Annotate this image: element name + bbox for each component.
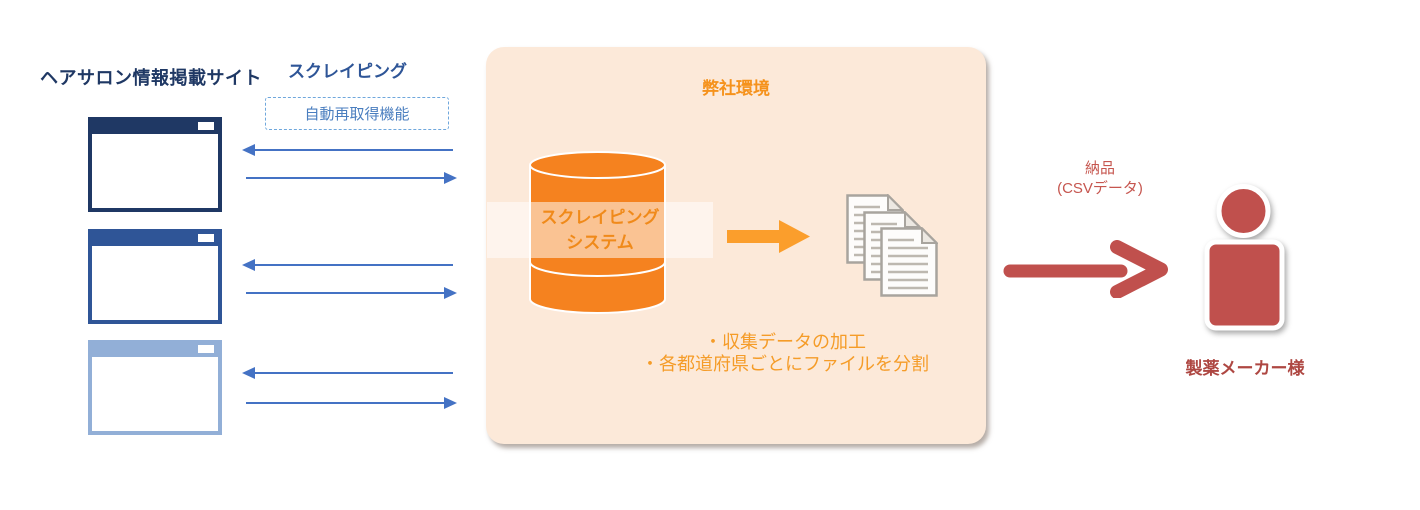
browser-window-icon	[88, 229, 222, 324]
processing-note-1: ・収集データの加工	[704, 332, 866, 352]
document-stack-icon	[880, 227, 938, 297]
delivery-label-line2: (CSVデータ)	[1057, 180, 1143, 197]
processing-notes: ・収集データの加工 ・各都道府県ごとにファイルを分割	[580, 331, 990, 375]
auto-refetch-feature-box: 自動再取得機能	[265, 97, 449, 130]
company-environment-title: 弊社環境	[702, 79, 770, 98]
arrow-right-icon	[246, 287, 457, 299]
auto-refetch-feature-label: 自動再取得機能	[304, 106, 410, 123]
arrow-right-icon	[246, 397, 457, 409]
window-titlebar-button	[198, 122, 214, 130]
arrow-left-icon	[242, 259, 453, 271]
delivery-label: 納品 (CSVデータ)	[1030, 159, 1170, 199]
scraping-label: スクレイピング	[288, 62, 407, 81]
arrow-right-icon	[246, 172, 457, 184]
processing-note-2: ・各都道府県ごとにファイルを分割	[641, 354, 929, 374]
block-arrow-icon	[727, 220, 810, 253]
arrow-left-icon	[242, 367, 453, 379]
window-titlebar-button	[198, 234, 214, 242]
scraping-system-label-band: スクレイピング システム	[487, 202, 713, 258]
arrow-left-icon	[242, 144, 453, 156]
scraping-system-label-line2: システム	[566, 233, 634, 252]
window-content-area	[92, 134, 218, 208]
scraping-system-label-line1: スクレイピング	[540, 208, 660, 227]
delivery-arrow-icon	[1003, 240, 1168, 298]
source-sites-title: ヘアサロン情報掲載サイト	[40, 68, 262, 88]
person-icon	[1204, 184, 1285, 331]
window-content-area	[92, 246, 218, 320]
customer-label: 製薬メーカー様	[1185, 359, 1305, 378]
delivery-label-line1: 納品	[1084, 160, 1115, 177]
window-content-area	[92, 357, 218, 431]
browser-window-icon	[88, 117, 222, 212]
browser-window-icon	[88, 340, 222, 435]
window-titlebar-button	[198, 345, 214, 353]
